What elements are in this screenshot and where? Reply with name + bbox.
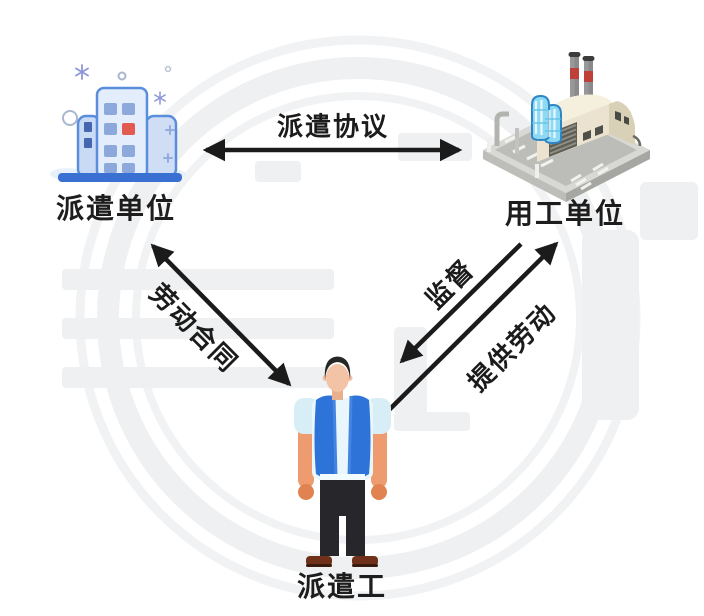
dispatch-unit-label: 派遣单位 (55, 193, 177, 224)
dispatch-agreement-label: 派遣协议 (276, 111, 390, 142)
building-icon (50, 64, 186, 182)
worker-figure (294, 356, 391, 567)
dispatched-worker-label: 派遣工 (296, 571, 388, 602)
employing-unit-label: 用工单位 (504, 198, 626, 229)
labor-contract-arrow (150, 243, 292, 387)
provide-labor-arrow (387, 241, 559, 412)
factory-icon (483, 52, 650, 202)
supervision-arrow (399, 242, 523, 364)
